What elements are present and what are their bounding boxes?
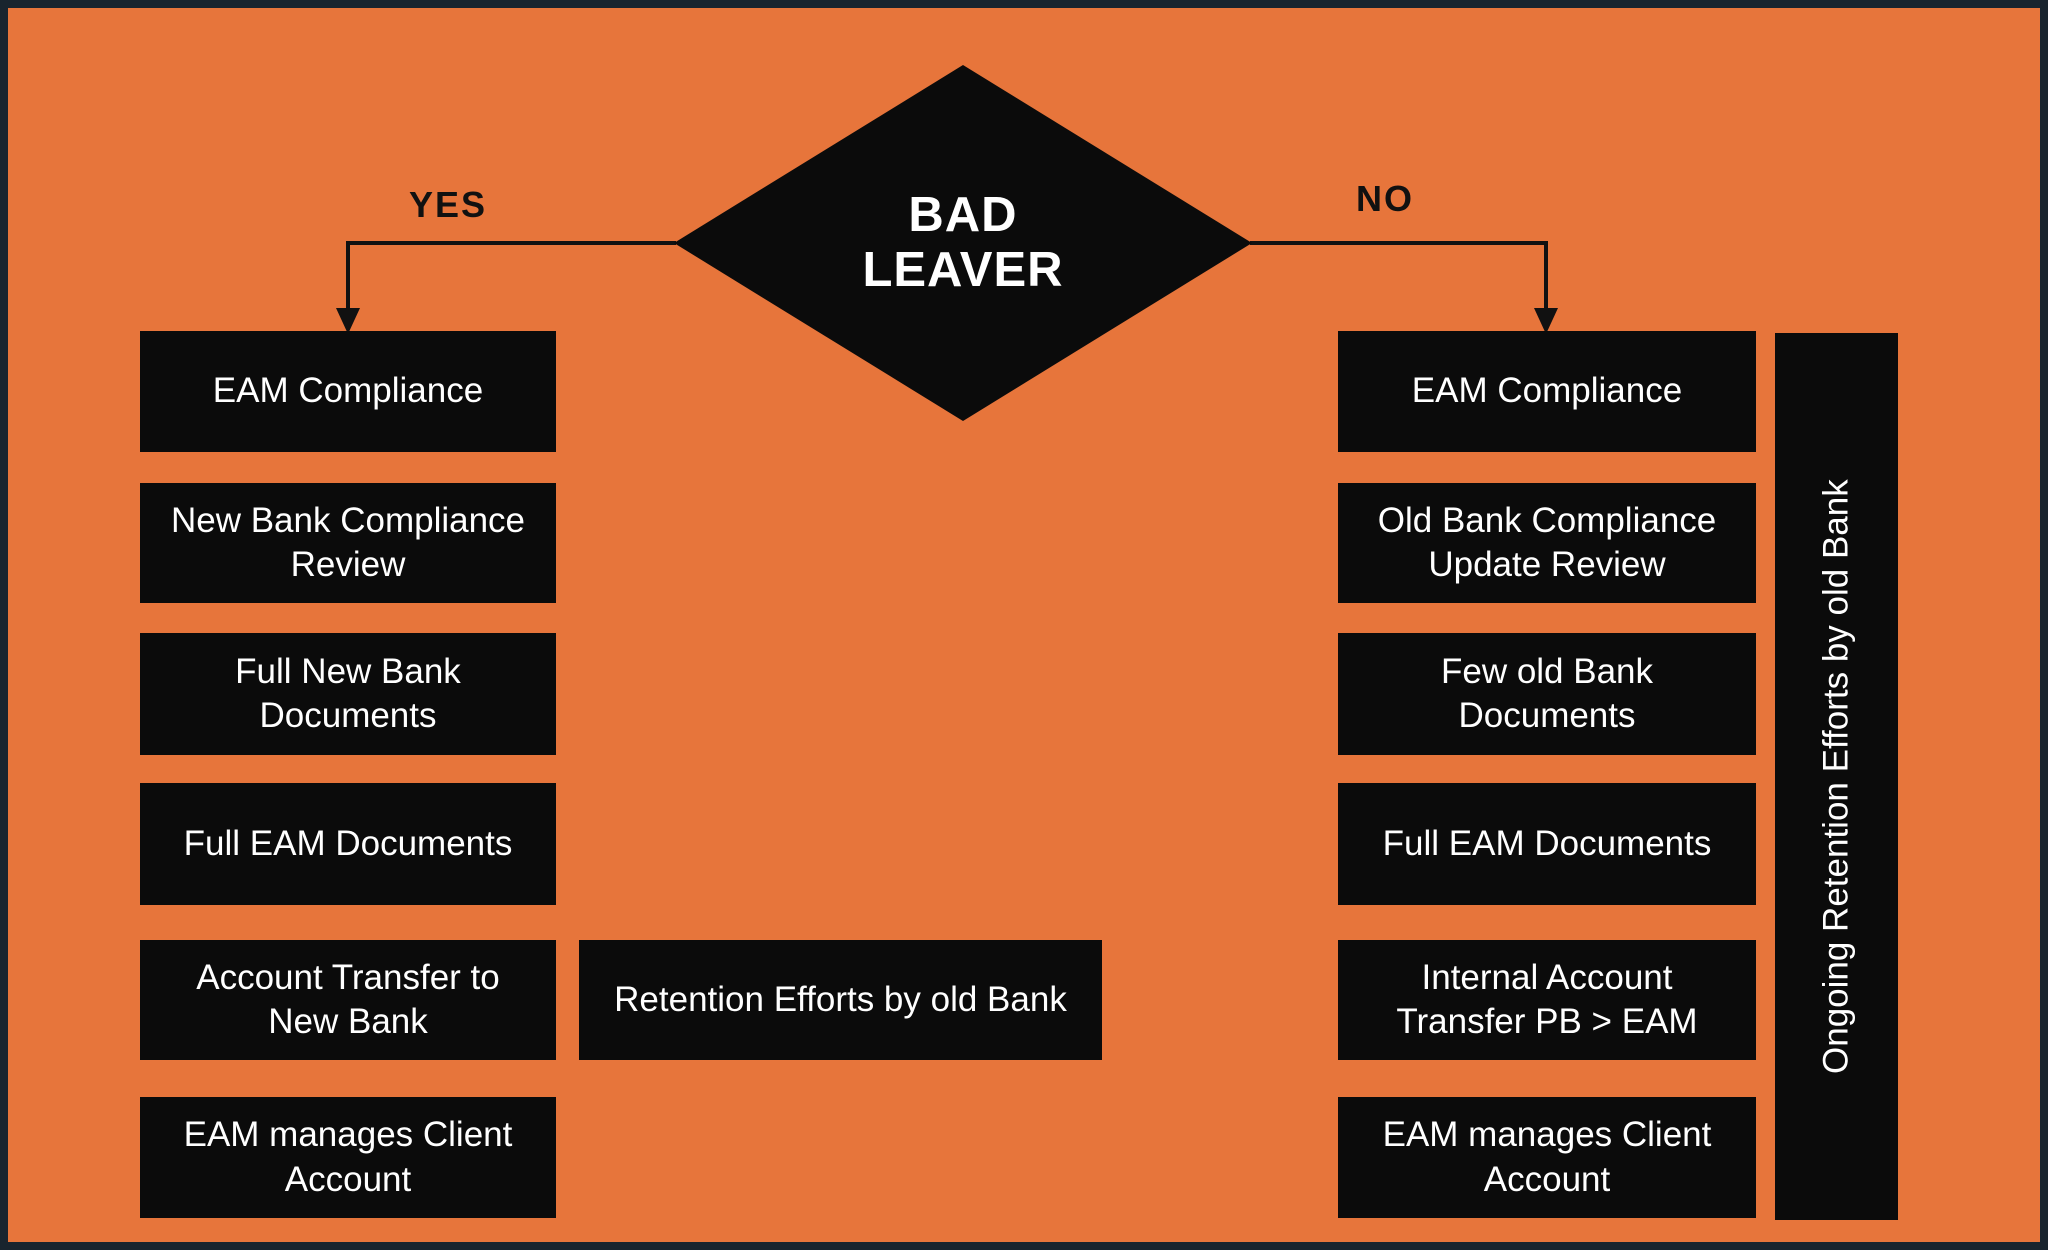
- decision-label-line2: LEAVER: [862, 243, 1064, 297]
- yes-step-2: New Bank Compliance Review: [140, 483, 556, 603]
- yes-branch-label: YES: [408, 184, 488, 225]
- no-step-5: Internal Account Transfer PB > EAM: [1338, 940, 1756, 1060]
- no-branch-label: NO: [1356, 178, 1414, 219]
- no-arrowhead: [1534, 308, 1558, 334]
- decision-label-line1: BAD: [908, 188, 1018, 243]
- yes-step-6: EAM manages Client Account: [140, 1097, 556, 1218]
- yes-arrowhead: [336, 308, 360, 334]
- yes-connector: [336, 241, 676, 334]
- ongoing-retention-sidebar: Ongoing Retention Efforts by old Bank: [1775, 333, 1898, 1220]
- yes-step-3: Full New Bank Documents: [140, 633, 556, 755]
- yes-step-5: Account Transfer to New Bank: [140, 940, 556, 1060]
- yes-step-1: EAM Compliance: [140, 331, 556, 452]
- retention-note-box: Retention Efforts by old Bank: [579, 940, 1102, 1060]
- yes-step-4: Full EAM Documents: [140, 783, 556, 905]
- no-step-1: EAM Compliance: [1338, 331, 1756, 452]
- no-step-4: Full EAM Documents: [1338, 783, 1756, 905]
- no-step-3: Few old Bank Documents: [1338, 633, 1756, 755]
- no-connector: [1250, 241, 1558, 334]
- no-step-6: EAM manages Client Account: [1338, 1097, 1756, 1218]
- no-step-2: Old Bank Compliance Update Review: [1338, 483, 1756, 603]
